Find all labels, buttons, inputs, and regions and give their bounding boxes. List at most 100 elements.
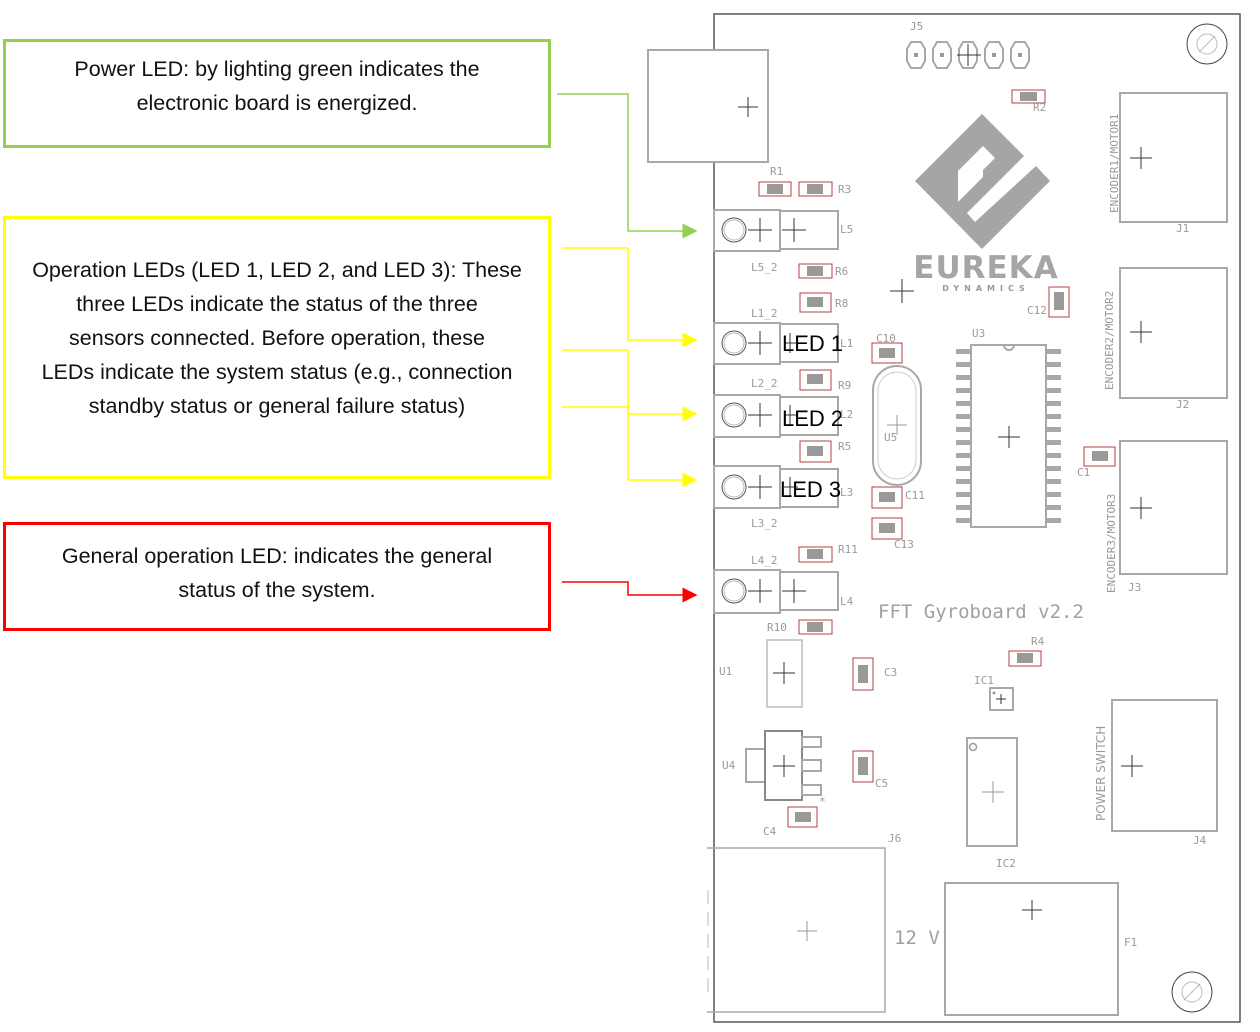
callout-line: General operation LED: indicates the gen… [61,544,493,568]
label-encoder1: ENCODER1/MOTOR1 [1108,114,1121,213]
u3-pin-left [956,349,971,354]
svg-text:C11: C11 [905,489,925,502]
u3-pin-right [1046,479,1061,484]
u3-pin-right [1046,505,1061,510]
operation-leds-callout: Operation LEDs (LED 1, LED 2, and LED 3)… [3,216,551,479]
led1-label: LED 1 [782,331,843,356]
svg-text:R8: R8 [835,297,848,310]
u3-pin-right [1046,401,1061,406]
label-encoder2: ENCODER2/MOTOR2 [1103,291,1116,390]
u3-pin-left [956,362,971,367]
u3-pin-left [956,518,971,523]
svg-text:C1: C1 [1077,466,1090,479]
u3-pin-left [956,427,971,432]
svg-text:U3: U3 [972,327,985,340]
svg-text:R3: R3 [838,183,851,196]
led3-label: LED 3 [780,477,841,502]
label-J3: J3 [1128,581,1141,594]
callout-line: standby status or general failure status… [88,394,466,418]
general-arrow [562,581,698,603]
svg-text:R9: R9 [838,379,851,392]
u3-pin-left [956,453,971,458]
u3-pin-right [1046,375,1061,380]
u3-pin-left [956,401,971,406]
callout-line: LEDs indicate the system status (e.g., c… [41,360,513,384]
label-power-switch: POWER SWITCH [1094,726,1108,821]
svg-text:L5: L5 [840,223,853,236]
board-outline [713,13,1241,1023]
connector-J2 [1119,267,1228,399]
label-J1: J1 [1176,222,1189,235]
svg-text:L4: L4 [840,595,854,608]
svg-text:R4: R4 [1031,635,1045,648]
general-led-callout: General operation LED: indicates the gen… [3,522,551,631]
mount-hole-top [1186,23,1228,65]
led-holder-L4 [713,569,839,614]
u3-pin-right [1046,388,1061,393]
label-J4: J4 [1193,834,1207,847]
svg-text:L3: L3 [840,486,853,499]
svg-text:U1: U1 [719,665,732,678]
led3-arrow [562,406,698,488]
callout-line: Power LED: by lighting green indicates t… [74,57,480,81]
u3-pin-right [1046,440,1061,445]
component-IC1 [989,687,1014,711]
u3-pin-left [956,388,971,393]
component-U1 [766,639,803,708]
regulator-U4: * [745,730,826,808]
chip-U3 [956,344,1061,528]
power-arrow [557,93,698,239]
side-connector [647,49,769,163]
callout-line: sensors connected. Before operation, the… [69,326,485,350]
svg-text:L2_2: L2_2 [751,377,778,390]
svg-text:F1: F1 [1124,936,1137,949]
smd-pads [758,89,1116,828]
led-holder-L1 [713,322,839,365]
u3-pin-left [956,466,971,471]
u3-pin-right [1046,427,1061,432]
label-J2: J2 [1176,398,1189,411]
led-holder-L5 [713,209,839,252]
power-led-callout: Power LED: by lighting green indicates t… [3,39,551,148]
component-IC2 [966,737,1018,847]
svg-text:C13: C13 [894,538,914,551]
svg-text:L4_2: L4_2 [751,554,778,567]
led2-arrow [562,349,698,422]
u3-pin-left [956,479,971,484]
svg-text:IC1: IC1 [974,674,994,687]
svg-text:L2: L2 [840,408,853,421]
led-holder-L3 [713,465,839,509]
connector-J3 [1119,440,1228,575]
silkscreen-labels: R2 R1 R3 L5 L5_2 R6 R8 C12 L1_2 L1 C10 U… [719,101,1137,949]
j5-header [906,41,1030,69]
label-J5: J5 [910,20,923,33]
svg-text:C10: C10 [876,332,896,345]
svg-text:L1_2: L1_2 [751,307,778,320]
led1-arrow [562,247,698,348]
connector-J6 [707,847,886,1013]
svg-text:R5: R5 [838,440,851,453]
u3-pin-left [956,492,971,497]
svg-text:U5: U5 [884,431,897,444]
svg-text:C4: C4 [763,825,777,838]
svg-text:L5_2: L5_2 [751,261,778,274]
callout-line: Operation LEDs (LED 1, LED 2, and LED 3)… [32,258,522,282]
crystal-U5 [872,365,922,486]
fuse-F1 [944,882,1119,1016]
u3-pin-left [956,440,971,445]
label-encoder3: ENCODER3/MOTOR3 [1105,494,1118,593]
u3-pin-left [956,375,971,380]
mount-hole-bottom [1171,971,1213,1013]
led2-label: LED 2 [782,406,843,431]
callout-line: status of the system. [178,578,376,602]
svg-text:R10: R10 [767,621,787,634]
u3-pin-right [1046,466,1061,471]
u3-pin-left [956,505,971,510]
u3-pin-right [1046,414,1061,419]
connector-J4 [1111,699,1218,832]
u3-pin-right [1046,349,1061,354]
u3-pin-right [1046,518,1061,523]
callout-line: electronic board is energized. [136,91,418,115]
svg-text:R1: R1 [770,165,783,178]
